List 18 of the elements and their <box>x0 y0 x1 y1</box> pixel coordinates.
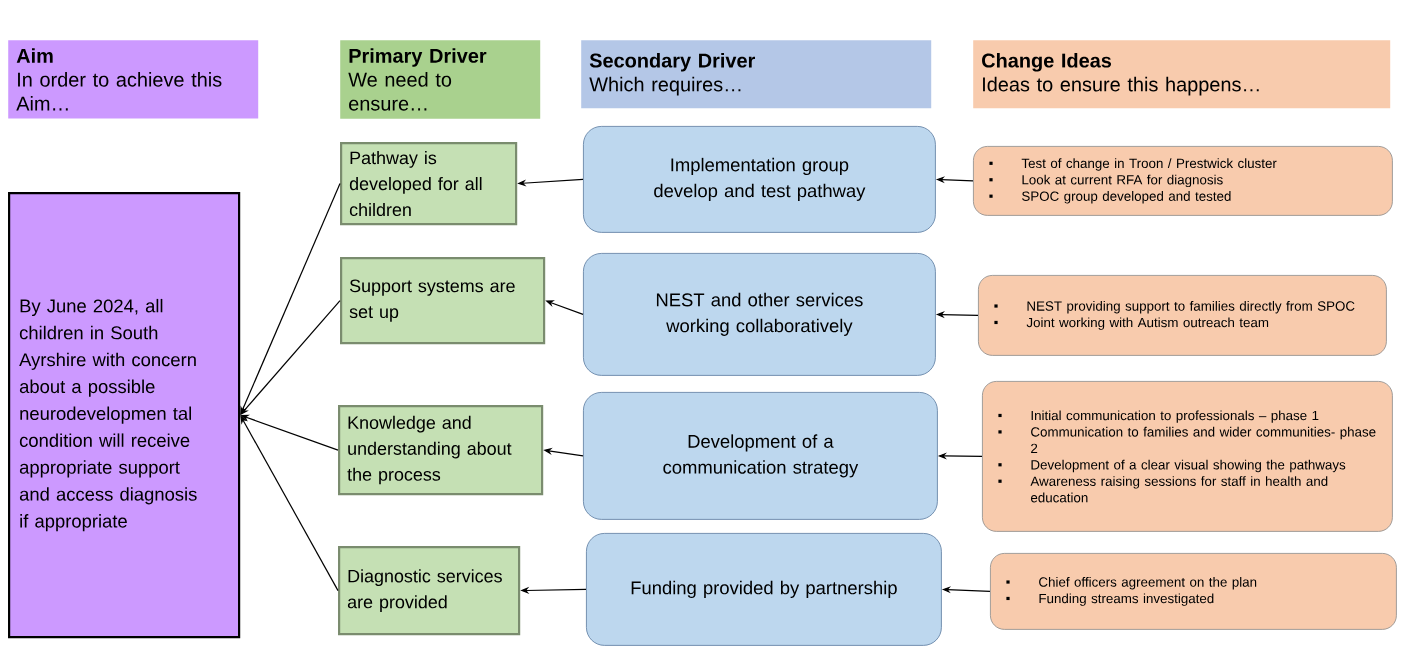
secondary-driver-box: NEST and other services working collaboratively <box>583 253 936 376</box>
change-ideas-box: Test of change in Troon / Prestwick cluster Look at current RFA for diagnosis SPOC group developed and tested <box>973 146 1393 216</box>
column-header: Primary Driver We need to ensure… <box>340 40 541 119</box>
arrow <box>240 415 339 592</box>
primary-driver-box: Knowledge and understanding about the process <box>338 405 544 496</box>
primary-driver-box: Diagnostic services are provided <box>338 546 521 636</box>
aim-box: By June 2024, all children in South Ayrshire with concern about a possible neurodevelopmen tal condition will receive appropriate support and access diagnosis if appropriate <box>8 192 241 639</box>
column-header: Aim In order to achieve this Aim… <box>8 40 259 119</box>
change-ideas-box: Initial communication to professionals – phase 1 Communication to families and wider communities- phase 2 Development of a clear visual showing the pathways Awareness raising sessions for staff in health and education <box>982 381 1393 532</box>
secondary-driver-box: Implementation group develop and test pathway <box>583 126 936 233</box>
change-ideas-box: Chief officers agreement on the plan Funding streams investigated <box>990 553 1397 630</box>
secondary-driver-box: Funding provided by partnership <box>586 533 942 646</box>
change-ideas-box: NEST providing support to families directly from SPOC Joint working with Autism outreach team <box>978 275 1387 356</box>
column-header: Change Ideas Ideas to ensure this happens… <box>973 40 1391 109</box>
column-header: Secondary Driver Which requires… <box>581 40 932 109</box>
primary-driver-box: Support systems are set up <box>340 257 546 345</box>
primary-driver-box: Pathway is developed for all children <box>340 142 518 226</box>
secondary-driver-box: Development of a communication strategy <box>583 392 938 520</box>
